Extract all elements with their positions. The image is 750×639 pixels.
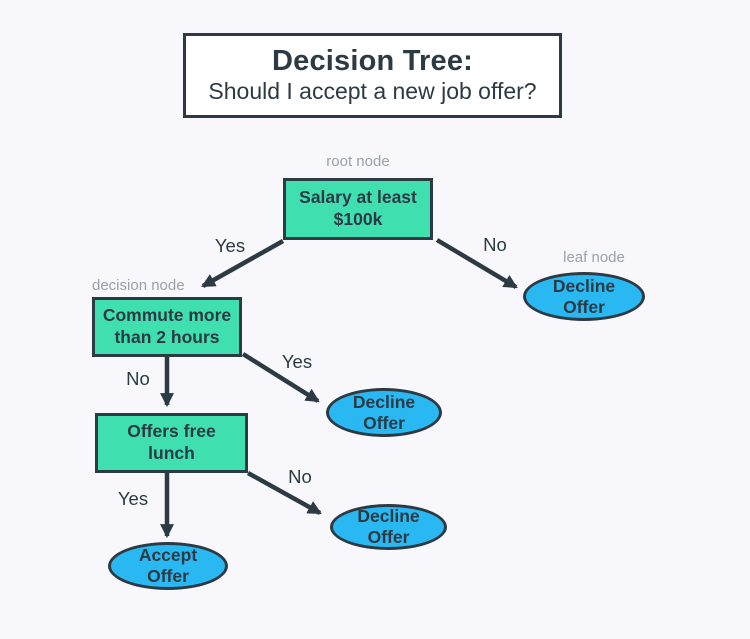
title-box: Decision Tree: Should I accept a new job… — [183, 33, 562, 118]
edge-label-salary-no: No — [483, 234, 507, 255]
leaf-decline-offer-top: Decline Offer — [523, 272, 645, 321]
node-commute-more-than-2-hours: Commute more than 2 hours — [92, 297, 242, 357]
leaf-accept-offer: Accept Offer — [108, 542, 228, 590]
edge-label-salary-yes: Yes — [214, 235, 246, 256]
edge-label-lunch-yes: Yes — [117, 488, 149, 509]
decision-node-annotation: decision node — [92, 277, 185, 294]
title-subtitle: Should I accept a new job offer? — [208, 78, 537, 105]
node-salary-at-least-100k: Salary at least $100k — [283, 178, 433, 240]
leaf-decline-offer-bottom: Decline Offer — [330, 504, 447, 550]
leaf-decline-offer-middle: Decline Offer — [326, 388, 442, 437]
edge-label-lunch-no: No — [288, 466, 312, 487]
edge-label-commute-yes: Yes — [281, 351, 313, 372]
root-node-annotation: root node — [326, 153, 390, 170]
edge-label-commute-no: No — [126, 368, 150, 389]
leaf-node-annotation: leaf node — [563, 249, 625, 266]
node-offers-free-lunch: Offers free lunch — [95, 413, 248, 473]
title-heading: Decision Tree: — [271, 45, 474, 78]
